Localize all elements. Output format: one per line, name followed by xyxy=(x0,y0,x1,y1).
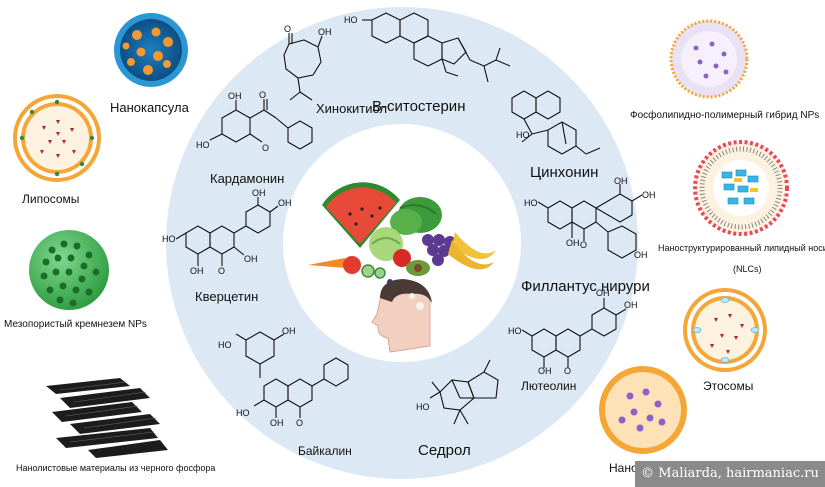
fruits-vegetables-icon xyxy=(308,182,496,287)
label-cardamonin: Кардамонин xyxy=(210,171,285,186)
atom-label: OH xyxy=(252,188,266,198)
nanoemulsion-icon xyxy=(599,366,687,454)
atom-label: HO xyxy=(236,408,250,418)
atom-label: O xyxy=(296,418,304,428)
atom-label: OH xyxy=(282,326,296,336)
luteolin-structure xyxy=(521,298,627,368)
atom-label: O xyxy=(564,366,572,376)
atom-label: OH xyxy=(318,27,332,37)
cardamonin-structure xyxy=(209,99,313,150)
label-baicalin: Байкалин xyxy=(298,444,352,458)
atom-label: HO xyxy=(344,15,358,25)
label-black-phosphorus: Нанолистовые материалы из черного фосфор… xyxy=(16,463,216,473)
label-phyllanthus: Филлантус нирури xyxy=(521,278,650,295)
atom-label: OH xyxy=(538,366,552,376)
atom-label: O xyxy=(284,24,292,34)
atom-label: HO xyxy=(218,340,232,350)
label-nanocapsule: Нанокапсула xyxy=(110,100,189,115)
atom-label: HO xyxy=(508,326,522,336)
label-quercetin: Кверцетин xyxy=(195,289,259,304)
baicalin-structure xyxy=(235,331,349,418)
atom-label: O xyxy=(580,240,588,250)
atom-label: HO xyxy=(162,234,176,244)
nanocapsule-icon xyxy=(114,13,188,87)
atom-label: O xyxy=(259,90,267,100)
ethosome-icon xyxy=(683,288,767,372)
atom-label: HO xyxy=(516,130,530,140)
cedrol-structure xyxy=(429,359,499,425)
atom-label: O xyxy=(218,266,226,276)
atom-label: OH xyxy=(614,176,628,186)
nlc-icon xyxy=(693,140,789,236)
atom-label: OH xyxy=(228,91,242,101)
label-hinokitiol: Хинокитиол xyxy=(316,101,388,116)
head-profile-icon xyxy=(371,279,432,353)
label-sitosterol: B-ситостерин xyxy=(372,98,466,115)
atom-label: O xyxy=(262,143,270,153)
atom-label: OH xyxy=(244,254,258,264)
black-phosphorus-icon xyxy=(46,378,168,458)
atom-label: HO xyxy=(196,140,210,150)
atom-label: OH xyxy=(566,238,580,248)
label-hybrid: Фосфолипидно-полимерный гибрид NPs xyxy=(630,110,820,121)
label-ethosome: Этосомы xyxy=(703,379,754,393)
liposome-icon xyxy=(13,94,101,182)
label-cedrol: Седрол xyxy=(418,442,471,459)
atom-label: OH xyxy=(634,250,648,260)
quercetin-structure xyxy=(175,197,279,266)
phospholipid-polymer-hybrid-icon xyxy=(669,19,749,99)
mesoporous-silica-icon xyxy=(29,230,109,310)
watermark: © Maliarda, hairmaniac.ru xyxy=(635,461,825,487)
atom-label: OH xyxy=(190,266,204,276)
atom-label: OH xyxy=(624,300,638,310)
sitosterol-structure xyxy=(362,12,511,83)
atom-label: HO xyxy=(416,402,430,412)
atom-label: OH xyxy=(596,288,610,298)
atom-label: OH xyxy=(642,190,656,200)
label-nlc: Наноструктурированный липидный носитель xyxy=(658,243,825,253)
cinchonine-structure xyxy=(511,90,601,155)
label-nlc-abbr: (NLCs) xyxy=(733,264,762,274)
label-cinchonine: Цинхонин xyxy=(530,164,599,181)
label-mesoporous: Мезопористый кремнезем NPs xyxy=(4,319,147,330)
label-luteolin: Лютеолин xyxy=(521,379,577,393)
atom-label: OH xyxy=(270,418,284,428)
phyllanthus-structure xyxy=(537,184,643,259)
atom-label: HO xyxy=(524,198,538,208)
hinokitiol-structure xyxy=(283,33,323,101)
atom-label: OH xyxy=(278,198,292,208)
label-liposome: Липосомы xyxy=(22,192,80,206)
